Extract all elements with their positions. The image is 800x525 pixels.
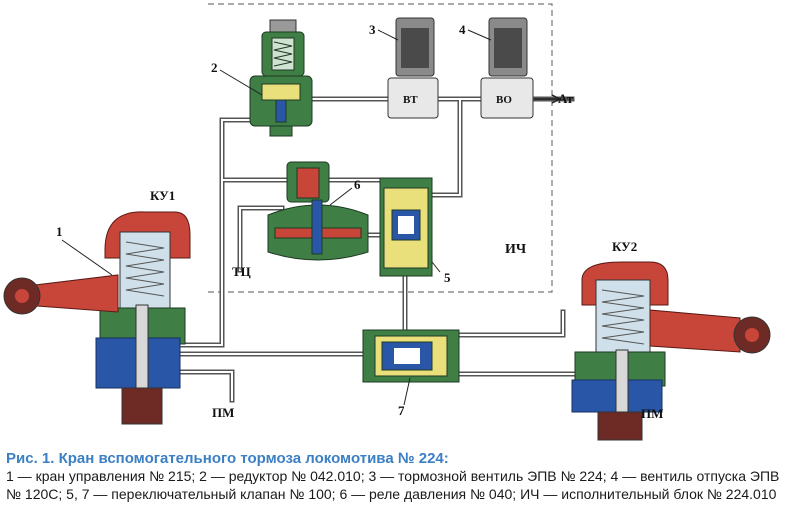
label-6: 6 — [354, 177, 361, 192]
label-ku1: КУ1 — [150, 188, 175, 203]
pressure-relay-6 — [267, 161, 369, 261]
ich-block-boundary — [208, 3, 553, 293]
label-2: 2 — [211, 60, 218, 75]
label-vo: ВО — [496, 94, 512, 106]
brake-valve-diagram: КУ1 КУ2 1 2 3 4 5 6 7 ВТ ВО Ат ИЧ ТЦ ПМ … — [3, 3, 771, 441]
label-at: Ат — [558, 91, 574, 106]
label-4: 4 — [459, 22, 466, 37]
label-tc: ТЦ — [232, 264, 251, 279]
at-arrow — [534, 94, 562, 104]
label-5: 5 — [444, 270, 451, 285]
label-3: 3 — [369, 22, 376, 37]
caption-title: Рис. 1. Кран вспомогательного тормоза ло… — [6, 450, 449, 467]
switch-valve-5 — [379, 177, 433, 277]
label-1: 1 — [56, 224, 63, 239]
label-pm-right: ПМ — [641, 406, 663, 421]
reducer-2 — [249, 19, 313, 137]
brake-valve-3 — [387, 17, 439, 119]
figure-caption: Рис. 1. Кран вспомогательного тормоза ло… — [6, 450, 798, 503]
caption-text: 1 — кран управления № 215; 2 — редуктор … — [6, 468, 780, 502]
label-7: 7 — [398, 403, 405, 418]
switch-valve-7 — [362, 329, 460, 383]
label-ich: ИЧ — [505, 242, 527, 257]
label-ku2: КУ2 — [612, 239, 637, 254]
label-vt: ВТ — [403, 94, 418, 106]
control-valve-ku2 — [571, 261, 771, 441]
release-valve-4 — [480, 17, 534, 119]
label-pm-left: ПМ — [212, 405, 234, 420]
control-valve-ku1 — [3, 211, 191, 425]
leader-lines — [61, 29, 492, 406]
